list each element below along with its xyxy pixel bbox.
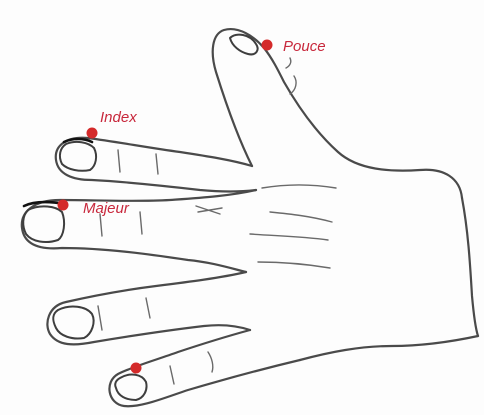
middle-label: Majeur (83, 200, 130, 217)
little-nail (115, 375, 146, 400)
index-finger-outline (56, 138, 256, 192)
thumb-marker-dot (262, 40, 273, 51)
index-marker-dot (87, 128, 98, 139)
index-label: Index (100, 109, 137, 126)
middle-knuckle (196, 206, 222, 214)
middle-crease-1 (100, 214, 102, 236)
palm-line-4 (270, 212, 332, 222)
palm-line-3 (258, 262, 330, 268)
middle-marker-dot (58, 200, 69, 211)
ring-nail (53, 307, 93, 339)
ring-crease-2 (146, 298, 150, 318)
wrist-edge (300, 336, 478, 360)
thumb-crease-2 (286, 58, 291, 68)
middle-crease-2 (140, 212, 142, 234)
palm-line-2 (250, 234, 328, 240)
index-crease-1 (118, 150, 120, 172)
little-crease-1 (170, 366, 174, 384)
middle-nail (23, 206, 64, 242)
little-crease-2 (208, 352, 213, 372)
index-crease-2 (156, 154, 158, 174)
little-marker-dot (131, 363, 142, 374)
thumb-label: Pouce (283, 38, 326, 55)
index-nail (60, 142, 96, 171)
palm-outer-edge (462, 198, 478, 336)
palm-line-1 (262, 185, 336, 188)
thumb-crease (290, 76, 296, 94)
hand-outline (22, 29, 478, 406)
ring-crease-1 (98, 306, 102, 330)
